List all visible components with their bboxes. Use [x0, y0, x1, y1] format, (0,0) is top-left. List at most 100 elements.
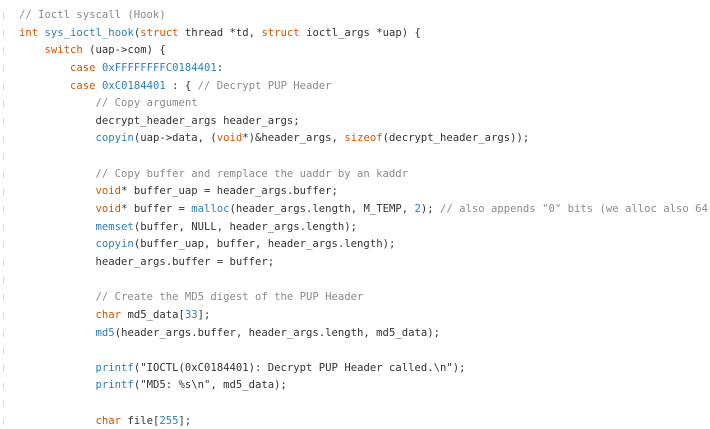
- code-line: // Ioctl syscall (Hook): [19, 7, 710, 25]
- code-line: [19, 395, 710, 413]
- code-token-keyword: case: [70, 79, 96, 92]
- gutter-marker: [3, 223, 4, 231]
- code-token-plain: header_args.buffer = buffer;: [95, 255, 275, 268]
- code-token-plain: ];: [178, 414, 192, 427]
- code-token-plain: (: [133, 379, 141, 392]
- line-indent: [19, 44, 45, 56]
- code-line: [19, 342, 710, 360]
- line-indent: [19, 203, 96, 215]
- line-indent: [19, 238, 96, 250]
- code-line: [19, 272, 710, 290]
- code-token-comment: // Ioctl syscall (Hook): [19, 9, 166, 21]
- code-line: decrypt_header_args header_args;: [19, 113, 710, 131]
- gutter-marker: [3, 294, 4, 302]
- line-indent: [19, 115, 96, 127]
- gutter-marker: [3, 100, 4, 108]
- code-token-plain: );: [452, 361, 466, 374]
- gutter-marker: [3, 12, 4, 19]
- code-token-type: void: [95, 203, 122, 216]
- code-token-number: 0xC0184401: [101, 79, 166, 92]
- line-indent: [19, 80, 70, 92]
- code-token-type: void: [95, 185, 122, 198]
- code-line: case 0xFFFFFFFFC0184401:: [19, 60, 710, 78]
- code-token-comment: // also appends "0" bits (we alloc also …: [440, 203, 708, 216]
- code-token-plain: ioctl_args *uap) {: [299, 26, 421, 39]
- code-token-comment: // Create the MD5 digest of the PUP Head…: [95, 291, 364, 304]
- code-line: int sys_ioctl_hook(struct thread *td, st…: [19, 25, 710, 43]
- code-token-func: copyin: [95, 132, 134, 145]
- line-indent: [19, 97, 96, 109]
- line-indent: [19, 221, 96, 233]
- gutter-marker: [3, 382, 4, 390]
- gutter-marker: [3, 259, 4, 267]
- code-token-keyword: sizeof: [344, 132, 383, 145]
- code-token-plain: );: [420, 203, 441, 216]
- code-token-plain: *)&header_args,: [242, 132, 345, 145]
- code-token-func: malloc: [191, 203, 230, 216]
- code-token-plain: (uap->com) {: [82, 44, 166, 57]
- code-token-plain: (buffer, NULL, header_args.length);: [133, 220, 358, 233]
- line-gutter: [0, 0, 9, 429]
- gutter-marker: [3, 82, 4, 90]
- code-token-number: 2: [414, 203, 421, 216]
- code-token-func: sys_ioctl_hook: [44, 26, 134, 39]
- code-token-plain: (buffer_uap, buffer, header_args.length)…: [133, 238, 396, 251]
- code-token-func: printf: [95, 379, 134, 392]
- code-token-comment: // Copy buffer and remplace the uaddr by…: [95, 167, 409, 180]
- code-token-plain: (decrypt_header_args));: [382, 132, 530, 145]
- code-token-plain: , md5_data);: [210, 379, 287, 392]
- code-token-plain: (: [133, 361, 141, 374]
- code-token-type: char: [95, 414, 122, 427]
- line-indent: [19, 62, 70, 74]
- code-token-number: 255: [159, 414, 179, 427]
- code-token-type: void: [216, 132, 243, 145]
- code-line: printf("IOCTL(0xC0184401): Decrypt PUP H…: [19, 360, 710, 378]
- line-indent: [19, 415, 96, 427]
- code-line: char file[255];: [19, 413, 710, 429]
- code-token-plain: : {: [165, 79, 198, 92]
- line-indent: [19, 379, 96, 391]
- code-token-keyword: case: [70, 61, 96, 74]
- gutter-marker: [3, 276, 4, 284]
- code-token-type: int: [19, 26, 39, 39]
- code-token-plain: (header_args.length, M_TEMP,: [229, 203, 415, 216]
- code-line: copyin(uap->data, (void*)&header_args, s…: [19, 130, 710, 148]
- gutter-marker: [3, 312, 4, 320]
- gutter-marker: [3, 153, 4, 161]
- code-line: // Create the MD5 digest of the PUP Head…: [19, 289, 710, 307]
- line-indent: [19, 291, 96, 303]
- line-indent: [19, 132, 96, 144]
- code-token-func: printf: [95, 361, 134, 374]
- gutter-marker: [3, 29, 4, 37]
- code-line: case 0xC0184401 : { // Decrypt PUP Heade…: [19, 78, 710, 96]
- code-token-string: "MD5: %s\n": [140, 379, 211, 392]
- line-indent: [19, 309, 96, 321]
- code-token-type: char: [95, 308, 122, 321]
- code-line: // Copy buffer and remplace the uaddr by…: [19, 166, 710, 184]
- gutter-marker: [3, 347, 4, 355]
- code-line: header_args.buffer = buffer;: [19, 254, 710, 272]
- code-token-keyword: struct: [261, 26, 300, 39]
- code-line: md5(header_args.buffer, header_args.leng…: [19, 325, 710, 343]
- line-indent: [19, 168, 96, 180]
- code-token-comment: // Copy argument: [95, 97, 198, 110]
- gutter-marker: [3, 47, 4, 55]
- gutter-marker: [3, 400, 4, 408]
- code-line: switch (uap->com) {: [19, 42, 710, 60]
- code-token-number: 33: [184, 308, 198, 321]
- code-line: void* buffer_uap = header_args.buffer;: [19, 183, 710, 201]
- code-token-plain: thread *td,: [178, 26, 262, 39]
- gutter-marker: [3, 329, 4, 337]
- gutter-marker: [3, 365, 4, 372]
- gutter-marker: [3, 117, 4, 125]
- gutter-marker: [3, 206, 4, 214]
- code-token-string: "IOCTL(0xC0184401): Decrypt PUP Header c…: [140, 361, 453, 374]
- code-token-func: memset: [95, 220, 134, 233]
- code-line: void* buffer = malloc(header_args.length…: [19, 201, 710, 219]
- gutter-marker: [3, 135, 4, 143]
- line-indent: [19, 256, 96, 268]
- code-token-keyword: switch: [44, 44, 83, 57]
- code-line: memset(buffer, NULL, header_args.length)…: [19, 219, 710, 237]
